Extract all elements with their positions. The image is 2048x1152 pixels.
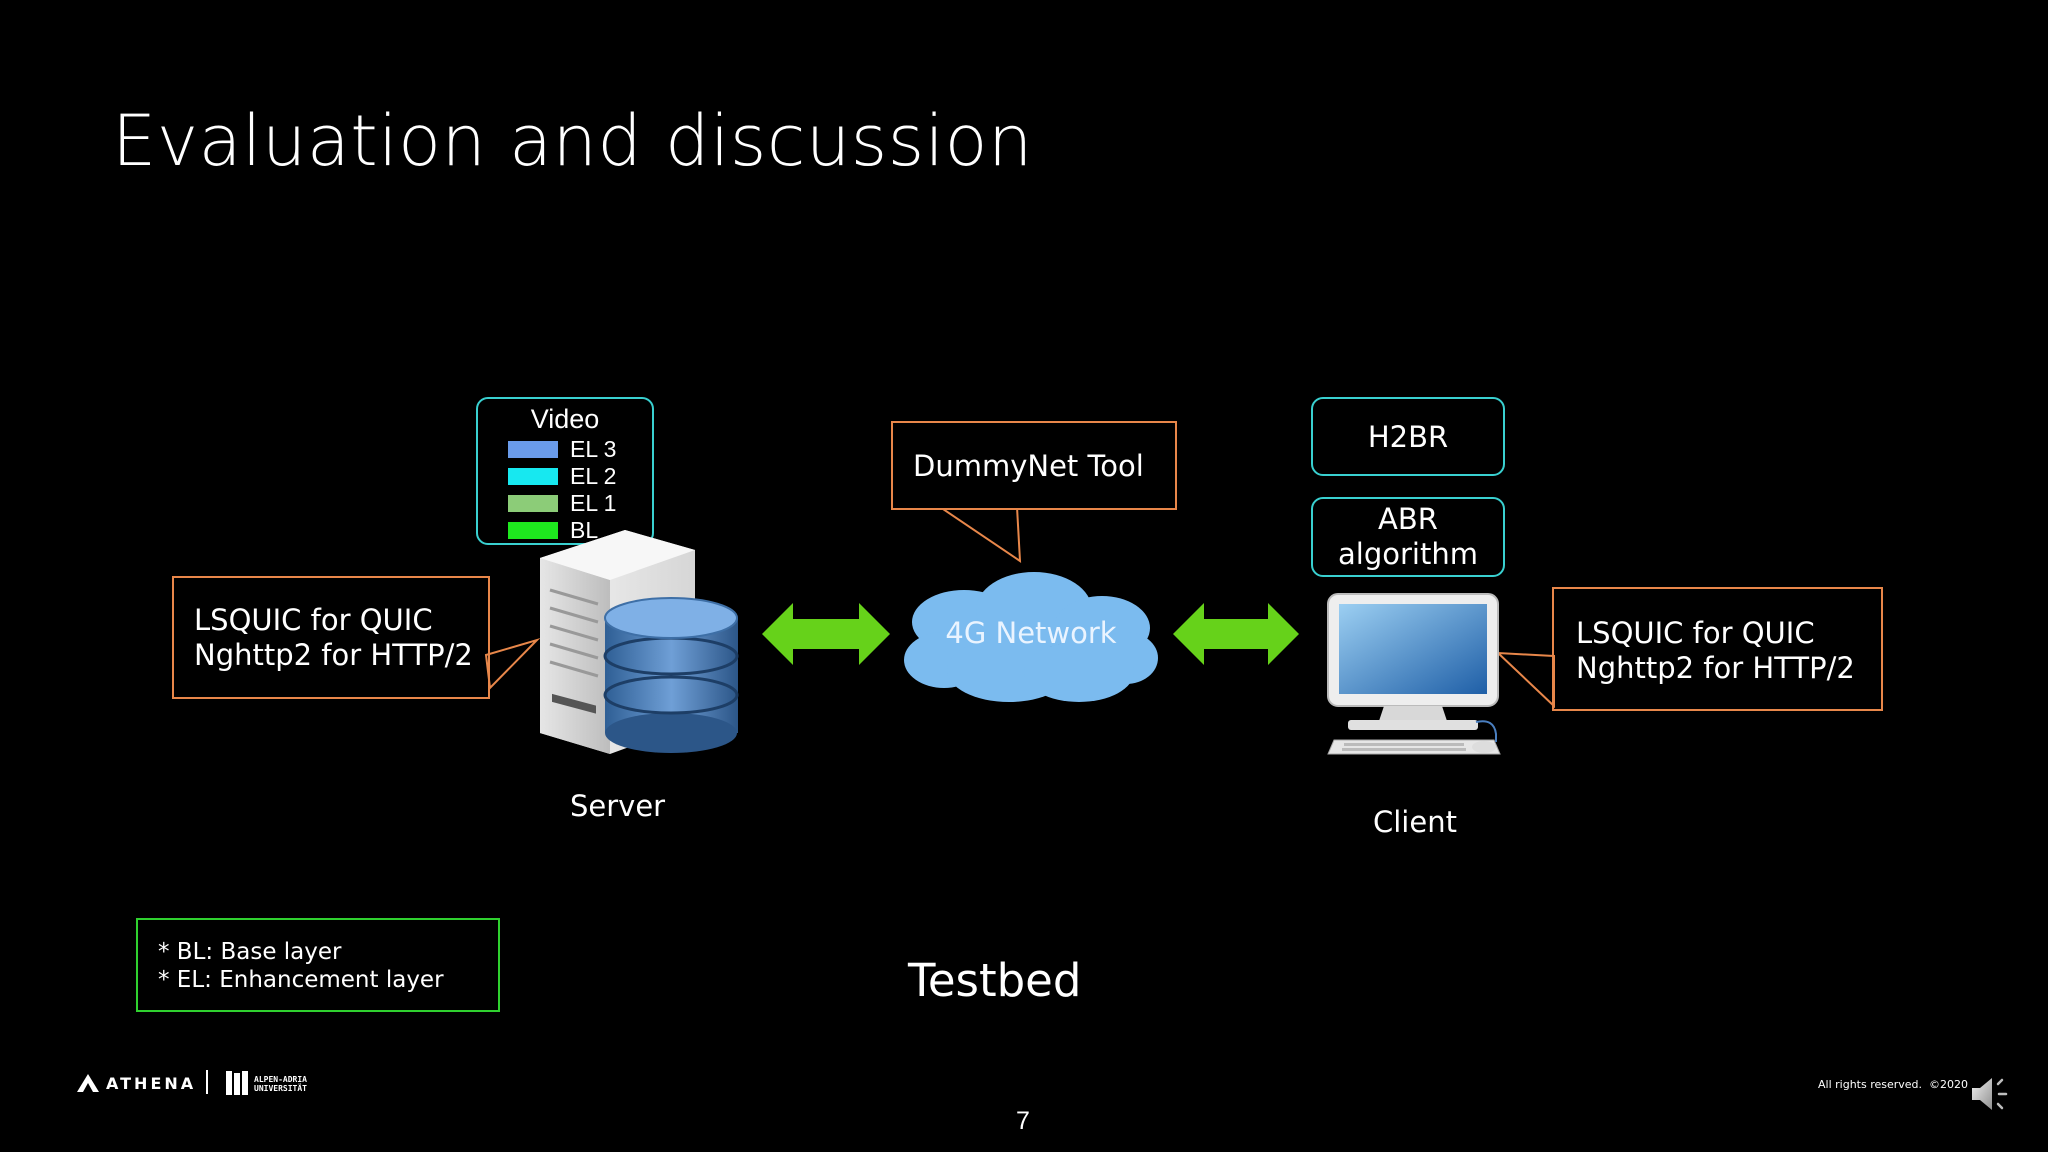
client-callout-tail [1495, 651, 1555, 709]
athena-logo-icon [77, 1074, 99, 1092]
figure-caption: Testbed [908, 954, 1082, 1007]
abbreviation-notes: * BL: Base layer * EL: Enhancement layer [136, 918, 500, 1012]
client-callout-line1: LSQUIC for QUIC [1576, 616, 1815, 650]
server-stack-callout: LSQUIC for QUIC Nghttp2 for HTTP/2 [172, 576, 490, 699]
copyright-notice: All rights reserved. ©2020 [1818, 1078, 1969, 1091]
client-stack-callout: LSQUIC for QUIC Nghttp2 for HTTP/2 [1552, 587, 1883, 711]
video-heading: Video [530, 404, 600, 434]
abr-line1: ABR [1378, 502, 1438, 536]
legend-el1: EL 1 [508, 490, 616, 517]
client-label: Client [1373, 805, 1457, 839]
legend-label-bl: BL [570, 517, 599, 543]
legend-el3: EL 3 [508, 436, 616, 463]
footer-divider [206, 1070, 208, 1094]
abr-box: ABR algorithm [1311, 497, 1505, 577]
server-icon [540, 530, 739, 754]
university-line1: ALPEN-ADRIA [254, 1075, 307, 1084]
dummynet-callout-tail [936, 506, 1022, 563]
abr-line2: algorithm [1338, 537, 1478, 571]
database-icon [603, 597, 739, 753]
slide-title: Evaluation and discussion [112, 100, 1033, 182]
computer-icon [1327, 593, 1501, 755]
dummynet-label: DummyNet Tool [913, 449, 1144, 483]
server-callout-line1: LSQUIC for QUIC [194, 603, 433, 637]
h2br-label: H2BR [1367, 420, 1449, 454]
server-callout-line2: Nghttp2 for HTTP/2 [194, 638, 473, 672]
note-el: * EL: Enhancement layer [158, 967, 444, 993]
legend-label-el2: EL 2 [570, 463, 617, 489]
athena-wordmark: ATHENA [106, 1074, 197, 1093]
legend-swatch-el1 [508, 495, 558, 512]
video-layers-box: Video EL 3 EL 2 EL 1 BL [476, 397, 654, 545]
university-wordmark: ALPEN-ADRIA UNIVERSITÄT [254, 1075, 307, 1093]
network-label: 4G Network [945, 616, 1117, 650]
legend-el2: EL 2 [508, 463, 616, 490]
legend-label-el3: EL 3 [570, 436, 617, 462]
page-number: 7 [1016, 1107, 1030, 1135]
server-label: Server [570, 789, 666, 823]
university-line2: UNIVERSITÄT [254, 1084, 307, 1093]
legend-swatch-el2 [508, 468, 558, 485]
note-bl: * BL: Base layer [158, 939, 342, 965]
legend-bl: BL [508, 517, 598, 544]
legend-label-el1: EL 1 [570, 490, 617, 516]
server-network-arrow [762, 603, 890, 665]
client-callout-line2: Nghttp2 for HTTP/2 [1576, 651, 1855, 685]
speaker-icon[interactable] [1970, 1074, 2014, 1114]
h2br-box: H2BR [1311, 397, 1505, 476]
dummynet-callout: DummyNet Tool [891, 421, 1177, 510]
cloud-icon [904, 572, 1158, 702]
legend-swatch-el3 [508, 441, 558, 458]
legend-swatch-bl [508, 522, 558, 539]
network-client-arrow [1173, 603, 1299, 665]
university-logo-icon [226, 1071, 248, 1095]
